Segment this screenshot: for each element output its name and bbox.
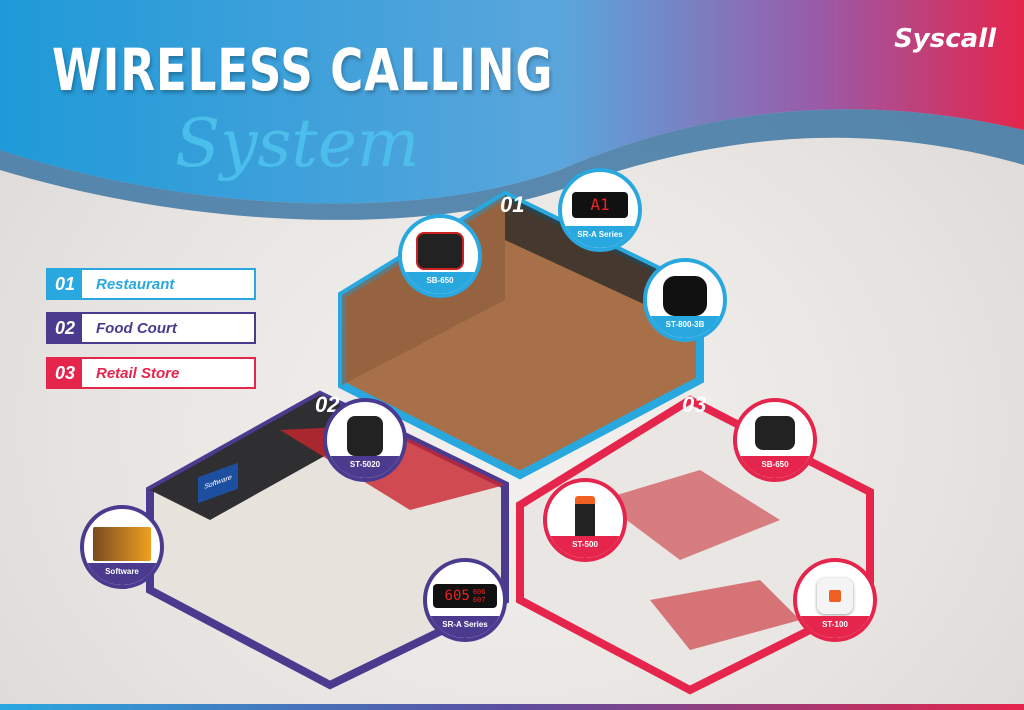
syscall-logo: Syscall [894, 24, 996, 54]
legend-num: 03 [48, 359, 82, 387]
pager-watch-icon [416, 232, 464, 270]
bottom-bar [0, 704, 1024, 710]
zone-number-01: 01 [500, 192, 525, 217]
transmitter-icon [663, 276, 707, 316]
device-label: ST-5020 [327, 456, 403, 478]
zone-number-03: 03 [682, 392, 707, 417]
device-st-800-3b: ST-800-3B [643, 258, 727, 342]
device-label: Software [84, 563, 160, 585]
legend-label: Retail Store [96, 364, 180, 382]
page-title: WIRELESS CALLING [52, 36, 554, 104]
display-screen: A1 [572, 192, 628, 218]
device-st-100: ST-100 [793, 558, 877, 642]
keypad-transmitter-icon [347, 416, 383, 456]
software-screen-icon [93, 527, 151, 561]
device-sb-650-restaurant: SB-650 [398, 214, 482, 298]
pager-watch-icon [755, 416, 795, 450]
legend-num: 02 [48, 314, 82, 342]
legend-item-food-court: 02 Food Court [46, 312, 256, 344]
device-label: ST-800-3B [647, 316, 723, 338]
legend-num: 01 [48, 270, 82, 298]
legend-label: Restaurant [96, 275, 175, 293]
device-sb-650-retail: SB-650 [733, 398, 817, 482]
banner-wave [0, 109, 1024, 220]
device-label: SR-A Series [427, 616, 503, 638]
page-subtitle: System [175, 105, 420, 182]
header-banner [0, 0, 1024, 204]
legend-item-retail-store: 03 Retail Store [46, 357, 256, 389]
device-st-5020: ST-5020 [323, 398, 407, 482]
device-label: SR-A Series [562, 226, 638, 248]
display-number: 606 [472, 588, 486, 596]
device-label: ST-500 [547, 536, 623, 558]
transmitter-icon [575, 496, 595, 548]
device-software: Software [80, 505, 164, 589]
device-label: ST-100 [797, 616, 873, 638]
call-button-icon [817, 578, 853, 614]
legend-label: Food Court [96, 319, 177, 337]
device-sr-a-series-restaurant: A1 SR-A Series [558, 168, 642, 252]
device-label: SB-650 [737, 456, 813, 478]
display-number: 605 [444, 588, 470, 604]
legend-item-restaurant: 01 Restaurant [46, 268, 256, 300]
display-number: 607 [472, 596, 486, 604]
device-st-500: ST-500 [543, 478, 627, 562]
device-label: SB-650 [402, 272, 478, 294]
